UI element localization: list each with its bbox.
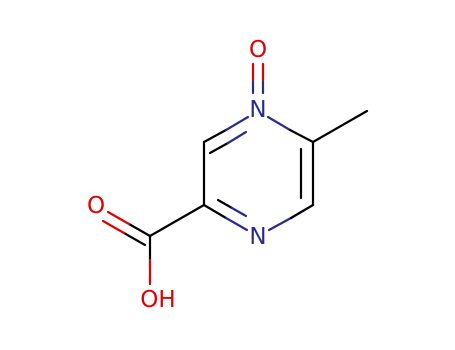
bond-carbonyl-a2 bbox=[106, 210, 131, 226]
bond-n1-c6-a bbox=[267, 216, 293, 232]
bond-carbonyl-b2 bbox=[101, 219, 126, 235]
bond-c3-n4-b bbox=[224, 115, 250, 132]
bond-carbonyl-b1 bbox=[122, 231, 147, 247]
bond-c2-n1-inner-b bbox=[230, 206, 248, 218]
bond-n1-c6-b bbox=[289, 203, 315, 220]
atom-label-hydroxyl: OH bbox=[140, 287, 175, 313]
atom-label-ring-nitrogen-bottom: N bbox=[249, 224, 266, 250]
atom-label-carbonyl-oxygen: O bbox=[87, 193, 105, 219]
bond-c3-n4-a bbox=[202, 128, 228, 144]
bond-carbonyl-a1 bbox=[127, 222, 152, 238]
bond-c3-n4-inner-a bbox=[208, 141, 230, 155]
bond-c2-carboxyl bbox=[148, 203, 206, 238]
bond-c2-n1-a bbox=[202, 203, 228, 220]
bond-n4-c5-a bbox=[266, 115, 292, 132]
bond-c2-n1-inner-a bbox=[216, 198, 234, 210]
atom-label-ring-nitrogen-top: N bbox=[249, 97, 266, 123]
atom-label-oxide-oxygen: O bbox=[249, 37, 267, 63]
bond-n4-c5-b bbox=[288, 128, 315, 144]
bond-c3-n4-inner-b bbox=[226, 130, 248, 145]
bond-c5-methyl bbox=[311, 109, 369, 144]
bond-c2-n1-b bbox=[224, 216, 249, 232]
